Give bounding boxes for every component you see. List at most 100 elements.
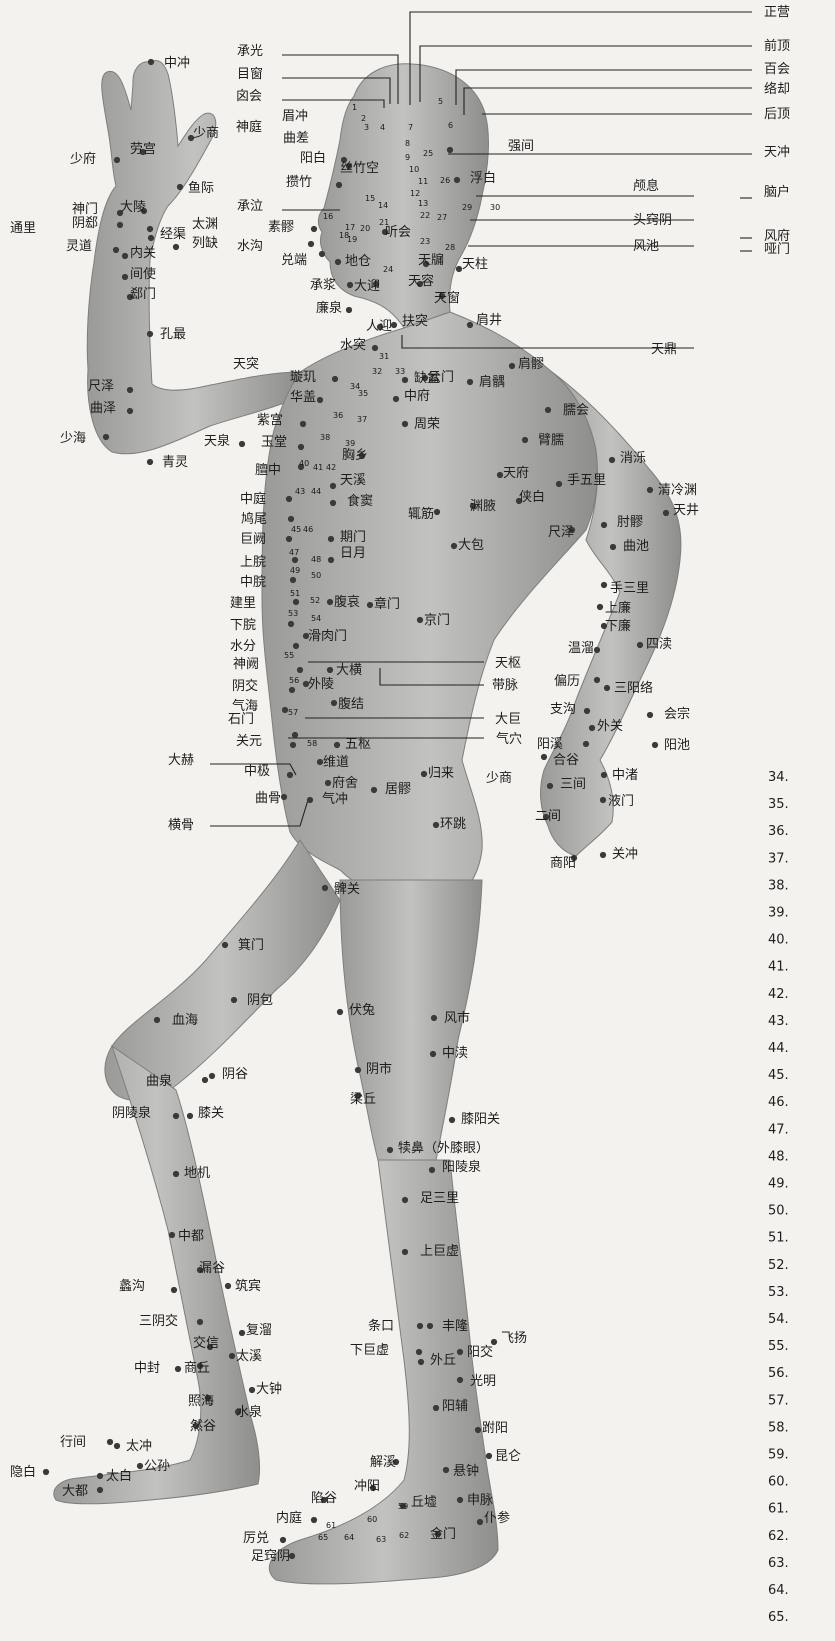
point-number: 3 [364,123,369,132]
acupoint-label: 承浆 [310,278,336,293]
acupoint-marker [317,397,323,403]
acupoint-label: 紫宫 [257,413,283,428]
acupoint-label: 阳白 [300,150,326,166]
acupoint-marker [337,1009,343,1015]
point-number: 59 [398,1502,408,1511]
acupoint-label: 申脉 [467,1493,493,1508]
acupoint-label: 商阳 [550,856,576,871]
side-list-item: 46. [768,1095,789,1110]
acupoint-marker [43,1469,49,1475]
point-number: 2 [361,114,366,123]
acupoint-marker [177,184,183,190]
point-number: 32 [372,367,382,376]
side-list-item: 59. [768,1448,789,1463]
point-number: 16 [323,212,333,221]
acupoint-label: 阴陵泉 [112,1105,151,1121]
acupoint-label: 归来 [428,766,454,781]
side-list-item: 42. [768,987,789,1002]
point-number: 48 [311,555,321,564]
acupoint-label: 二间 [535,809,561,824]
side-list-item: 61. [768,1502,789,1517]
acupoint-label: 章门 [374,596,400,612]
acupoint-marker [609,457,615,463]
callout-label: 前顶 [764,38,790,54]
acupoint-marker [239,1330,245,1336]
acupoint-marker [597,604,603,610]
acupoint-marker [107,1439,113,1445]
acupoint-label: 浮白 [470,170,496,186]
acupoint-marker [600,797,606,803]
side-list-item: 58. [768,1420,789,1435]
acupoint-marker [457,1349,463,1355]
acupoint-marker [293,599,299,605]
point-number: 64 [344,1533,354,1542]
acupoint-marker [288,516,294,522]
acupoint-label: 臂臑 [538,433,564,448]
acupoint-marker [652,742,658,748]
acupoint-label: 曲泽 [90,401,116,416]
acupoint-marker [594,677,600,683]
acupoint-marker [335,259,341,265]
acupoint-label: 温溜 [568,641,594,656]
side-list-item: 55. [768,1339,789,1354]
point-number: 14 [378,201,388,210]
acupoint-marker [447,147,453,153]
point-number: 61 [326,1521,336,1530]
callout-label: 头窍阴 [633,212,672,228]
point-number: 24 [383,265,393,274]
acupoint-label: 交信 [193,1335,219,1351]
acupoint-label: 肘髎 [617,515,643,530]
side-list-item: 36. [768,824,789,839]
acupoint-label: 大包 [458,538,484,553]
acupoint-marker [147,459,153,465]
acupoint-label: 阴包 [247,993,273,1008]
point-number: 30 [490,203,500,212]
acupoint-marker [545,407,551,413]
acupoint-label: 大都 [62,1484,88,1499]
acupoint-label: 少商 [193,126,219,141]
acupoint-label: 中渎 [442,1046,468,1061]
acupoint-label: 膝阳关 [461,1112,500,1127]
side-list-item: 41. [768,960,789,975]
acupoint-label: 上脘 [240,555,266,570]
acupoint-label: 阴市 [366,1061,392,1077]
acupoint-marker [97,1473,103,1479]
point-number: 40 [299,459,309,468]
acupoint-label: 府舍 [332,776,358,791]
acupoint-label: 漏谷 [199,1260,225,1276]
acupoint-label: 行间 [60,1435,86,1450]
acupoint-marker [127,387,133,393]
acupoint-label: 下脘 [230,618,256,633]
side-list-item: 43. [768,1014,789,1029]
acupoint-label: 中渚 [612,768,638,783]
acupoint-marker [393,396,399,402]
acupoint-marker [604,685,610,691]
acupoint-marker [328,536,334,542]
acupoint-marker [330,483,336,489]
acupoint-marker [402,377,408,383]
acupoint-label: 大钟 [256,1381,282,1397]
acupoint-label: 大迎 [354,279,380,294]
acupoint-label: 听会 [385,225,411,240]
acupoint-marker [583,741,589,747]
point-number: 47 [289,548,299,557]
point-number: 1 [352,103,357,112]
acupoint-label: 承泣 [237,199,263,214]
acupoint-label: 髀关 [334,882,360,897]
acupoint-label: 外丘 [430,1353,456,1368]
acupoint-label: 青灵 [162,455,188,470]
acupoint-marker [457,1377,463,1383]
callout-label: 颅息 [633,178,659,194]
acupoint-label: 梁丘 [350,1092,376,1107]
acupoint-marker [430,1051,436,1057]
acupoint-label: 鸠尾 [241,511,267,527]
acupoint-label: 隐白 [10,1464,36,1480]
side-list-item: 38. [768,878,789,893]
point-number: 33 [395,367,405,376]
acupoint-marker [547,783,553,789]
acupoint-label: 外关 [597,719,623,734]
acupoint-label: 云门 [428,370,454,385]
acupoint-label: 腹结 [338,696,364,712]
acupoint-label: 巨阙 [240,532,266,547]
